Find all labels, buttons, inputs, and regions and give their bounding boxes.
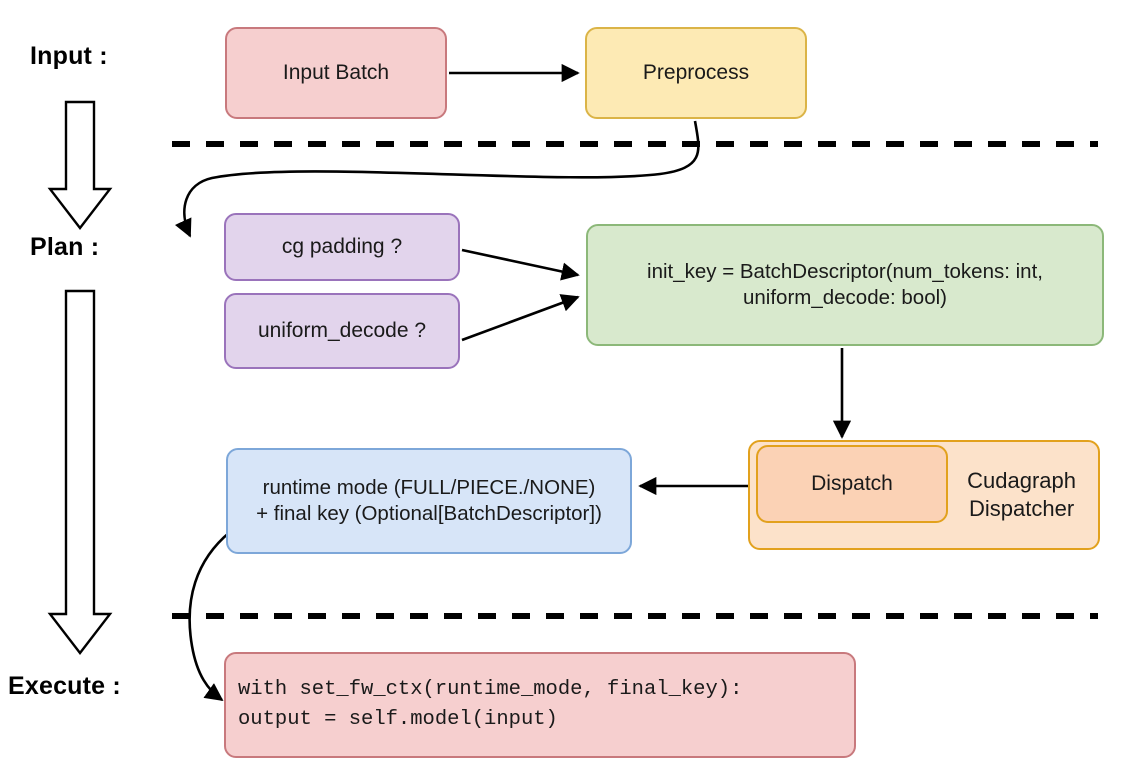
cg-padding-to-init-key-edge xyxy=(461,248,580,281)
node-preprocess[interactable]: Preprocess xyxy=(585,27,807,119)
plan-to-execute-arrow xyxy=(47,289,113,655)
stage-label-plan: Plan : xyxy=(30,233,100,261)
node-runtime-mode[interactable]: runtime mode (FULL/PIECE./NONE) + final … xyxy=(226,448,632,554)
node-input-batch[interactable]: Input Batch xyxy=(225,27,447,119)
node-uniform-decode[interactable]: uniform_decode ? xyxy=(224,293,460,369)
node-cg-padding[interactable]: cg padding ? xyxy=(224,213,460,281)
stage-label-input: Input : xyxy=(30,42,108,70)
node-init-key[interactable]: init_key = BatchDescriptor(num_tokens: i… xyxy=(586,224,1104,346)
node-execute-code[interactable]: with set_fw_ctx(runtime_mode, final_key)… xyxy=(224,652,856,758)
stage-label-execute: Execute : xyxy=(8,672,121,700)
node-dispatch[interactable]: Dispatch xyxy=(756,445,948,523)
uniform-decode-to-init-key-edge xyxy=(461,294,580,342)
input-to-plan-arrow xyxy=(47,100,113,230)
